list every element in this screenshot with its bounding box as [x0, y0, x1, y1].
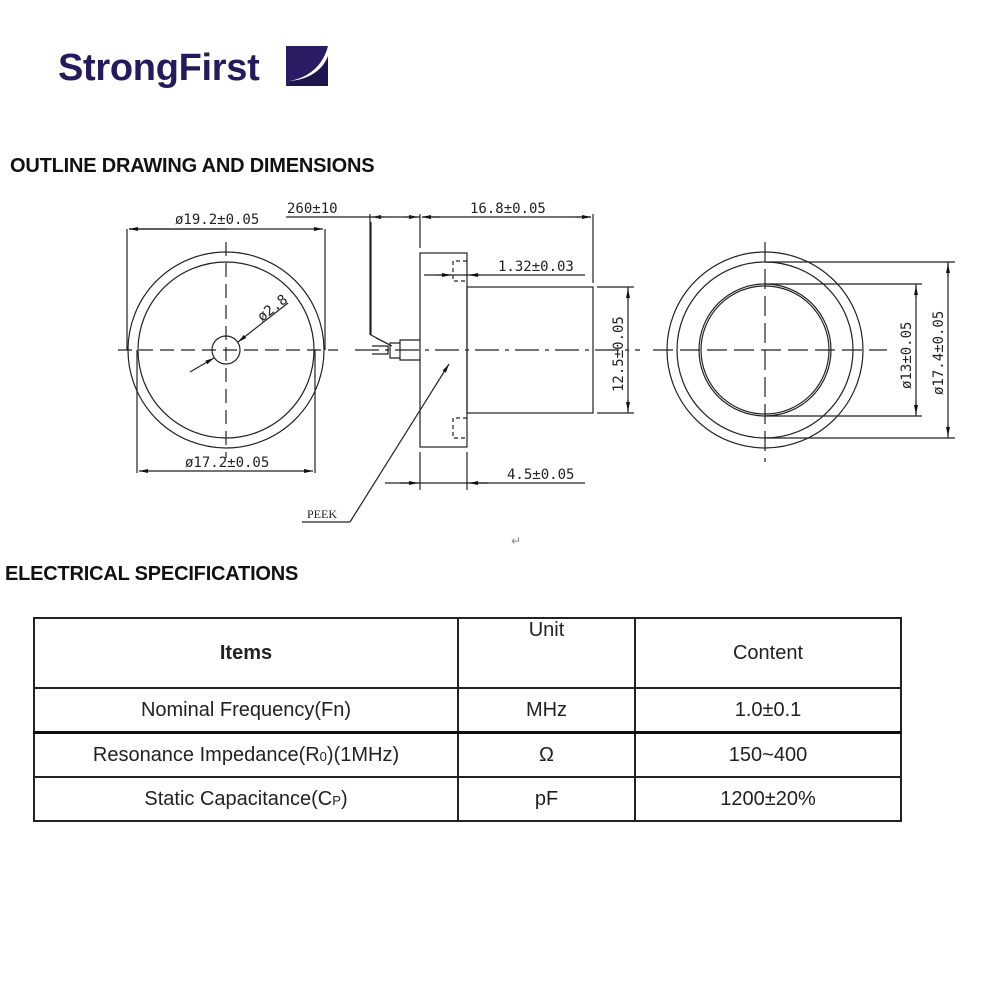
- rear-view: [653, 242, 955, 462]
- square-swoosh-logo-icon: [286, 46, 328, 86]
- flange-thickness-label: 4.5±0.05: [507, 467, 574, 483]
- rear-outer-diameter-label: ø17.4±0.05: [931, 311, 947, 395]
- table-header-row: Items Unit Content: [33, 617, 902, 689]
- row-unit: Ω: [457, 731, 636, 778]
- table-row: Static Capacitance(CP) pF 1200±20%: [33, 776, 902, 822]
- electrical-spec-table: Items Unit Content Nominal Frequency(Fn)…: [33, 617, 902, 822]
- recess-depth-label: 1.32±0.03: [498, 259, 574, 275]
- total-length-label: 16.8±0.05: [470, 201, 546, 217]
- front-inner-diameter-label: ø17.2±0.05: [185, 455, 269, 471]
- row-unit: MHz: [457, 687, 636, 734]
- row-item: Resonance Impedance(R0)(1MHz): [33, 731, 459, 778]
- outline-drawing: ø19.2±0.05 ø17.2±0.05 ø2.8 260±10 16.8±0…: [118, 201, 955, 523]
- row-content: 150~400: [634, 731, 902, 778]
- cable-length-label: 260±10: [287, 201, 338, 217]
- header-items: Items: [33, 617, 459, 689]
- row-item: Static Capacitance(CP): [33, 776, 459, 822]
- outline-section-title: OUTLINE DRAWING AND DIMENSIONS: [10, 155, 375, 177]
- table-row: Resonance Impedance(R0)(1MHz) Ω 150~400: [33, 731, 902, 778]
- table-row: Nominal Frequency(Fn) MHz 1.0±0.1: [33, 687, 902, 734]
- row-content: 1.0±0.1: [634, 687, 902, 734]
- rear-inner-diameter-label: ø13±0.05: [899, 322, 915, 389]
- front-outer-diameter-label: ø19.2±0.05: [175, 212, 259, 228]
- brand-name: StrongFirst: [58, 47, 260, 89]
- peek-material-label: PEEK: [307, 507, 337, 521]
- hole-diameter-label: ø2.8: [255, 292, 291, 325]
- row-content: 1200±20%: [634, 776, 902, 822]
- header-content: Content: [634, 617, 902, 689]
- header-unit: Unit: [457, 617, 636, 689]
- front-view: [118, 227, 338, 473]
- brand-logo: StrongFirst: [58, 44, 328, 92]
- electrical-section-title: ELECTRICAL SPECIFICATIONS: [5, 563, 299, 585]
- row-unit: pF: [457, 776, 636, 822]
- row-item: Nominal Frequency(Fn): [33, 687, 459, 734]
- body-diameter-label: 12.5±0.05: [611, 316, 627, 392]
- paragraph-return-icon: ↵: [511, 534, 522, 548]
- side-view: [286, 214, 640, 523]
